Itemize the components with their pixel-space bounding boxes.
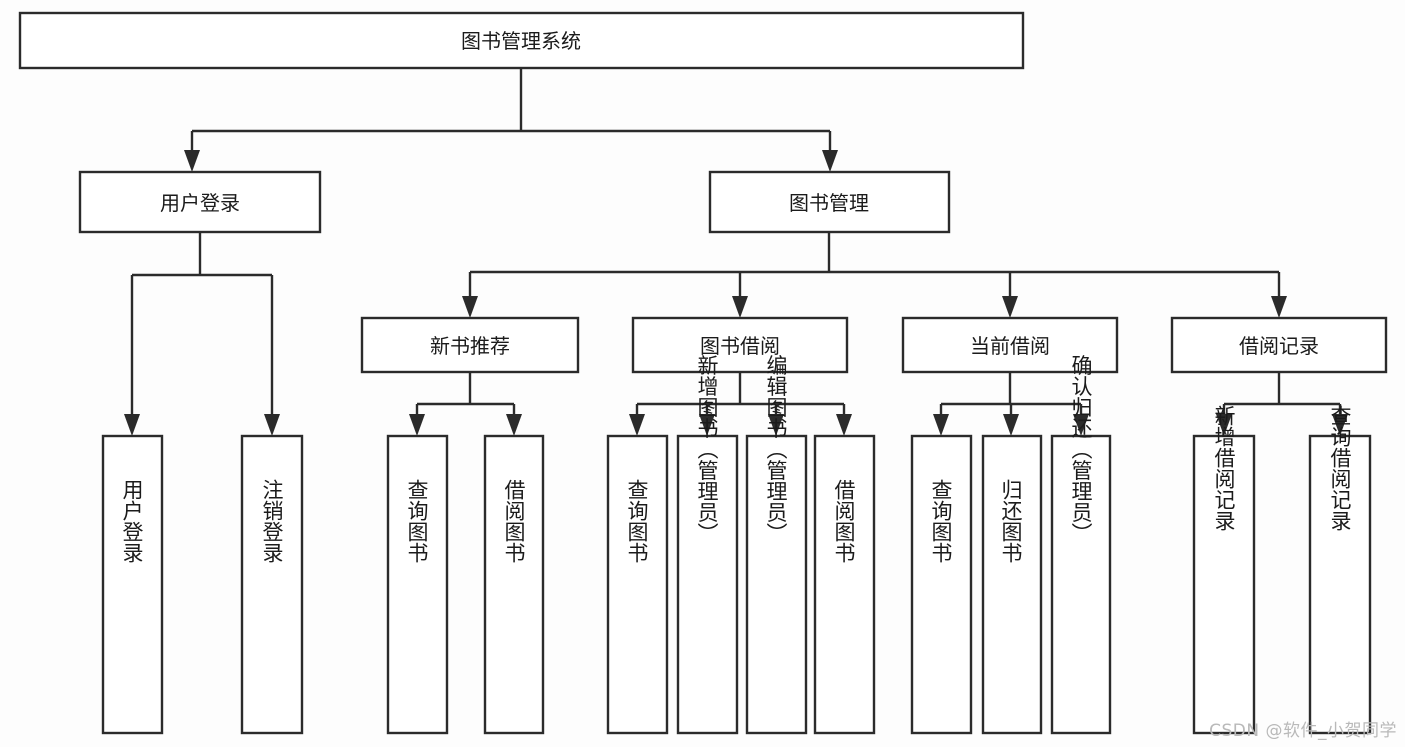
arrowhead-bookmgmt-c1 (462, 296, 478, 318)
arrowhead-root-to-bookmgmt (822, 150, 838, 172)
connector-group-bookborrow (629, 372, 852, 436)
leaf-book-borrow-3[interactable]: 编辑图书（管理员） (745, 355, 808, 735)
leaf-user-login-1-box[interactable] (101, 434, 164, 735)
leaf-book-borrow-3-label: 编辑图书（管理员） (764, 355, 788, 544)
connector-group-userlogin (124, 232, 280, 436)
node-book-borrow[interactable]: 图书借阅 (631, 316, 849, 374)
leaf-borrow-record-1-box[interactable] (1192, 434, 1256, 735)
node-book-management[interactable]: 图书管理 (708, 170, 951, 234)
arrowhead-bookmgmt-c2 (732, 296, 748, 318)
node-borrow-record-label: 借阅记录 (1239, 334, 1319, 358)
csdn-watermark: CSDN @软件_小贺同学 (1209, 721, 1397, 741)
node-borrow-record-box[interactable] (1170, 316, 1388, 374)
leaf-new-book-2-label: 借阅图书 (502, 479, 526, 563)
node-user-login-box[interactable] (78, 170, 322, 234)
leaf-book-borrow-4-box[interactable] (813, 434, 876, 735)
leaf-new-book-1-label: 查询图书 (405, 479, 429, 563)
leaf-book-borrow-2-label: 新增图书（管理员） (695, 355, 719, 544)
leaf-user-login-1-label: 用户登录 (120, 479, 144, 563)
leaf-current-borrow-3[interactable]: 确认归还（管理员） (1050, 355, 1112, 735)
leaf-user-login-2-box[interactable] (240, 434, 304, 735)
node-root-label: 图书管理系统 (461, 29, 581, 53)
leaf-book-borrow-4[interactable]: 借阅图书 (813, 434, 876, 735)
leaf-book-borrow-1-label: 查询图书 (625, 479, 649, 563)
node-borrow-record[interactable]: 借阅记录 (1170, 316, 1388, 374)
node-current-borrow-box[interactable] (901, 316, 1119, 374)
node-user-login-label: 用户登录 (160, 191, 240, 215)
arrowhead-bookmgmt-c3 (1002, 296, 1018, 318)
arrowhead-currentborrow-1 (933, 414, 949, 436)
leaf-new-book-2-box[interactable] (483, 434, 545, 735)
leaf-user-login-1[interactable]: 用户登录 (101, 434, 164, 735)
arrowhead-newbook-2 (506, 414, 522, 436)
leaf-user-login-2[interactable]: 注销登录 (240, 434, 304, 735)
node-current-borrow-label: 当前借阅 (970, 334, 1050, 358)
leaf-book-borrow-1[interactable]: 查询图书 (606, 434, 669, 735)
leaf-book-borrow-2[interactable]: 新增图书（管理员） (676, 355, 739, 735)
node-book-borrow-box[interactable] (631, 316, 849, 374)
leaf-book-borrow-3-box[interactable] (745, 434, 808, 735)
leaf-book-borrow-1-box[interactable] (606, 434, 669, 735)
leaf-current-borrow-2-label: 归还图书 (999, 479, 1023, 563)
leaf-borrow-record-2-label: 查询借阅记录 (1328, 405, 1352, 531)
arrowhead-bookborrow-1 (629, 414, 645, 436)
arrowhead-currentborrow-3 (1073, 414, 1089, 436)
connector-group-newbook (409, 372, 522, 436)
leaf-current-borrow-1-label: 查询图书 (929, 479, 953, 563)
leaf-current-borrow-1[interactable]: 查询图书 (910, 434, 973, 735)
leaf-current-borrow-1-box[interactable] (910, 434, 973, 735)
leaf-current-borrow-3-label: 确认归还（管理员） (1069, 355, 1093, 544)
node-new-book-recommend-box[interactable] (360, 316, 580, 374)
connector-group-borrowrecord (1216, 372, 1348, 436)
leaf-new-book-1[interactable]: 查询图书 (386, 434, 449, 735)
connector-group-root (184, 68, 838, 172)
node-user-login[interactable]: 用户登录 (78, 170, 322, 234)
connector-group-currentborrow (933, 372, 1089, 436)
arrowhead-bookborrow-2 (699, 414, 715, 436)
arrowhead-borrowrecord-2 (1332, 414, 1348, 436)
node-current-borrow[interactable]: 当前借阅 (901, 316, 1119, 374)
node-book-borrow-label: 图书借阅 (700, 334, 780, 358)
connector-group-bookmgmt (462, 232, 1287, 318)
leaf-current-borrow-2-box[interactable] (981, 434, 1043, 735)
arrowhead-login-leaf-1 (124, 414, 140, 436)
leaf-book-borrow-4-label: 借阅图书 (832, 479, 856, 563)
arrowhead-currentborrow-2 (1003, 414, 1019, 436)
leaf-user-login-2-label: 注销登录 (260, 479, 284, 563)
leaf-borrow-record-2[interactable]: 查询借阅记录 (1308, 405, 1372, 735)
leaf-current-borrow-2[interactable]: 归还图书 (981, 434, 1043, 735)
node-root-system[interactable]: 图书管理系统 (18, 11, 1025, 70)
arrowhead-root-to-login (184, 150, 200, 172)
leaf-new-book-2[interactable]: 借阅图书 (483, 434, 545, 735)
arrowhead-bookborrow-4 (836, 414, 852, 436)
arrowhead-newbook-1 (409, 414, 425, 436)
arrowhead-login-leaf-2 (264, 414, 280, 436)
arrowhead-borrowrecord-1 (1216, 414, 1232, 436)
leaf-current-borrow-3-box[interactable] (1050, 434, 1112, 735)
arrowhead-bookmgmt-c4 (1271, 296, 1287, 318)
arrowhead-bookborrow-3 (768, 414, 784, 436)
leaf-borrow-record-2-box[interactable] (1308, 434, 1372, 735)
leaf-borrow-record-1-label: 新增借阅记录 (1212, 405, 1236, 531)
node-new-book-recommend-label: 新书推荐 (430, 334, 510, 358)
leaf-borrow-record-1[interactable]: 新增借阅记录 (1192, 405, 1256, 735)
node-book-management-label: 图书管理 (789, 191, 869, 215)
leaf-book-borrow-2-box[interactable] (676, 434, 739, 735)
node-new-book-recommend[interactable]: 新书推荐 (360, 316, 580, 374)
leaf-new-book-1-box[interactable] (386, 434, 449, 735)
node-root-box[interactable] (18, 11, 1025, 70)
node-book-management-box[interactable] (708, 170, 951, 234)
